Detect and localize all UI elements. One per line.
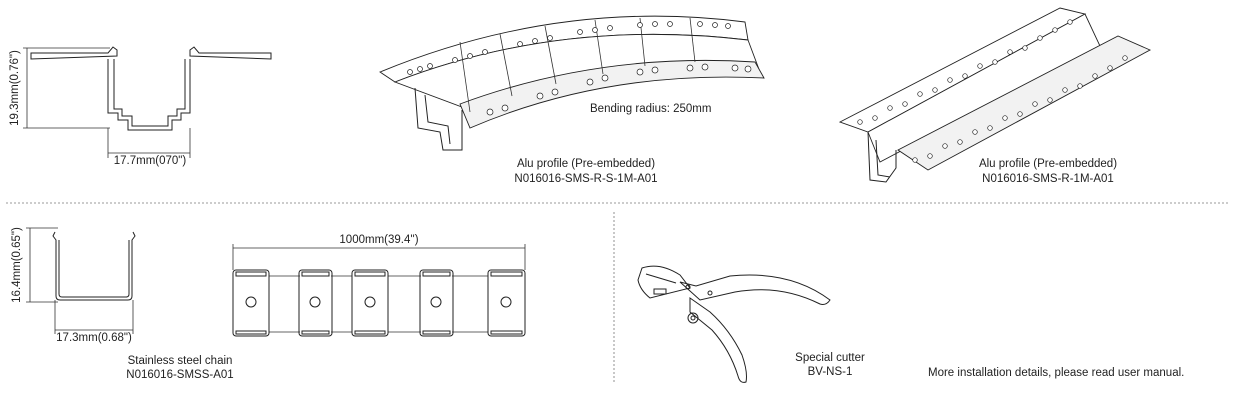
cutter-title: Special cutter bbox=[795, 352, 865, 364]
chain-cross-section bbox=[26, 227, 136, 334]
cutter-code: BV-NS-1 bbox=[807, 366, 853, 378]
curved-profile-title: Alu profile (Pre-embedded) bbox=[516, 158, 656, 170]
chain-width-label: 17.3mm(0.68") bbox=[56, 332, 132, 344]
cutter-drawing bbox=[637, 265, 831, 383]
curved-profile-drawing bbox=[379, 15, 765, 151]
chain-plates bbox=[232, 244, 526, 337]
top-width-label: 17.7mm(070") bbox=[113, 155, 187, 167]
chain-code: N016016-SMSS-A01 bbox=[126, 369, 234, 381]
chain-length-label: 1000mm(39.4'') bbox=[339, 234, 419, 246]
top-height-label: 19.3mm(0.76") bbox=[9, 50, 21, 126]
straight-profile-code: N016016-SMS-R-1M-A01 bbox=[982, 173, 1114, 185]
chain-title: Stainless steel chain bbox=[127, 355, 233, 367]
curved-profile-code: N016016-SMS-R-S-1M-A01 bbox=[514, 173, 658, 185]
chain-height-label: 16.4mm(0.65") bbox=[11, 227, 23, 303]
bending-radius-label: Bending radius: 250mm bbox=[590, 103, 712, 115]
installation-note: More installation details, please read u… bbox=[928, 367, 1185, 379]
profile-cross-section bbox=[23, 46, 272, 158]
straight-profile-title: Alu profile (Pre-embedded) bbox=[978, 158, 1118, 170]
straight-profile-drawing bbox=[838, 7, 1152, 183]
